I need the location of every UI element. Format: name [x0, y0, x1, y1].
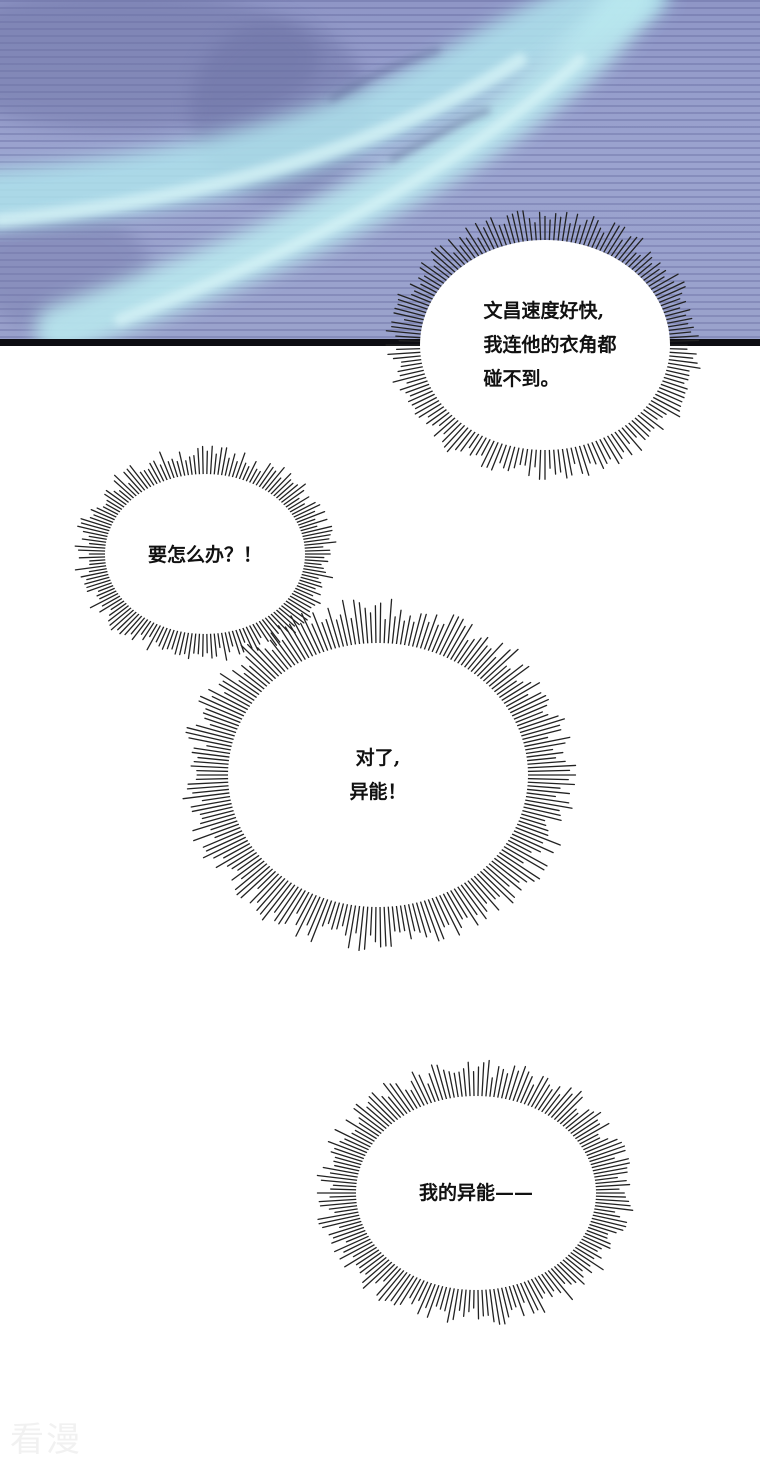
motion-streak-illustration — [0, 0, 669, 342]
bubble-2-text: 要怎么办？！ — [147, 544, 262, 566]
speech-bubble-1: 文昌速度好快, 我连他的衣角都 碰不到。 — [385, 205, 701, 485]
burst-bubble-shape — [74, 445, 337, 661]
panel-border — [0, 339, 760, 346]
bubble-4-text: 我的异能—— — [418, 1182, 533, 1204]
bubble-1-text: 文昌速度好快, 我连他的衣角都 碰不到。 — [483, 300, 617, 390]
speech-bubble-2: 要怎么办？！ — [74, 440, 337, 670]
burst-bubble-shape — [385, 210, 701, 480]
burst-bubble-shape — [316, 1059, 634, 1325]
watermark: 看漫 — [10, 1420, 82, 1460]
speech-bubble-3: 对了, 异能！ — [178, 592, 578, 958]
bubble-3-text: 对了, 异能！ — [349, 747, 407, 803]
action-panel — [0, 0, 760, 342]
speech-bubble-4: 我的异能—— — [316, 1052, 634, 1334]
burst-bubble-shape — [182, 598, 577, 952]
